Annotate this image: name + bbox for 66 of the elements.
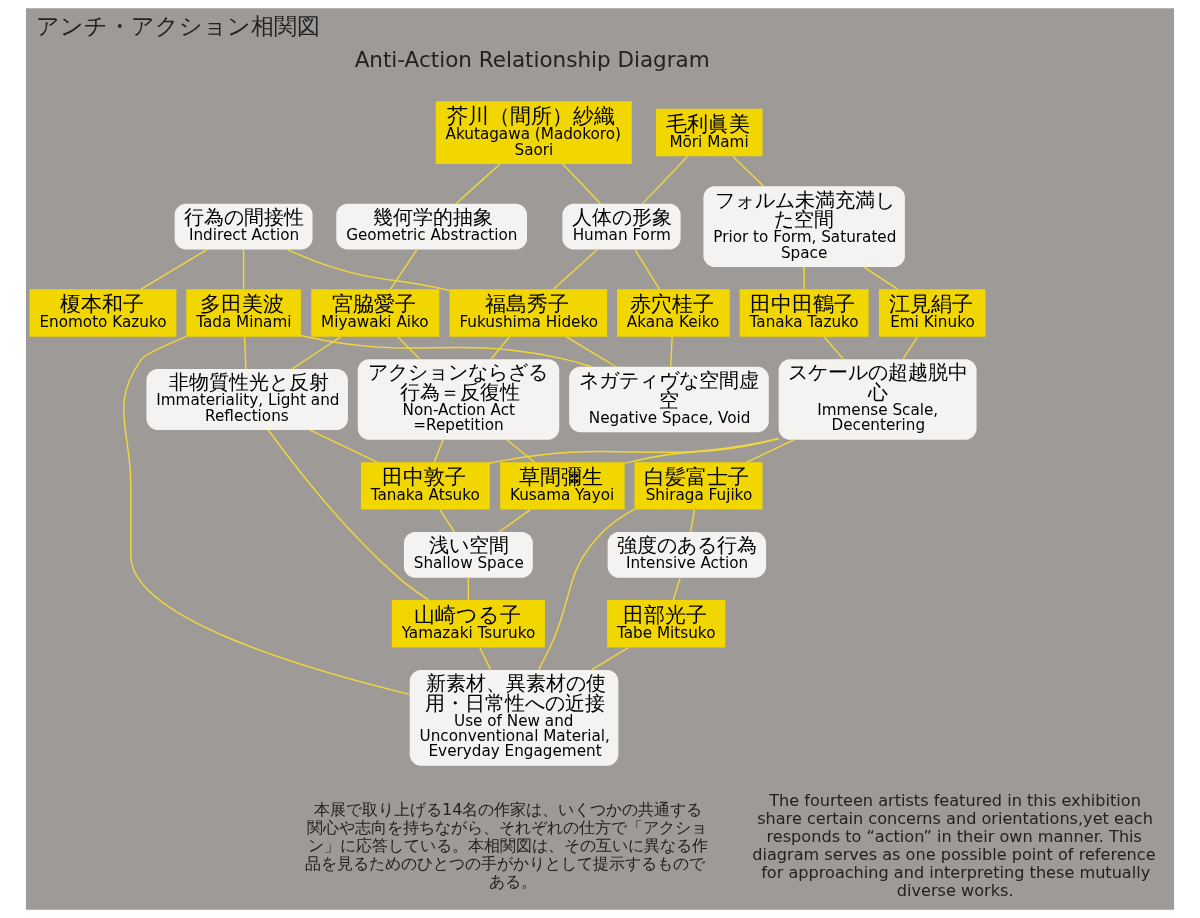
connector xyxy=(562,163,602,205)
node-box: 榎本和子 Enomoto Kazuko xyxy=(29,289,177,337)
node-box: 幾何学的抽象 Geometric Abstraction xyxy=(336,203,527,250)
connector xyxy=(490,336,510,360)
diagram-title: アンチ・アクション相関図 xyxy=(36,11,321,39)
connector xyxy=(624,437,780,465)
node-box: スケールの超越脱中心 Immense Scale, Decentering xyxy=(778,359,977,440)
connector xyxy=(553,248,598,290)
connector xyxy=(291,336,342,370)
connector xyxy=(243,336,247,370)
connector xyxy=(538,508,636,671)
connector xyxy=(308,429,378,463)
connector xyxy=(746,439,795,463)
connector xyxy=(672,577,681,601)
connector xyxy=(389,249,418,290)
node-box: 多田美波 Tada Minami xyxy=(186,289,301,337)
connector xyxy=(300,334,592,368)
connector xyxy=(732,155,765,187)
node-box: 毛利眞美 Mōri Mami xyxy=(655,108,763,157)
connector xyxy=(634,249,661,290)
connector xyxy=(286,248,451,292)
connector xyxy=(498,508,531,533)
node-box: 山崎つる子 Yamazaki Tsuruko xyxy=(391,600,545,648)
connector xyxy=(479,647,492,671)
node-box: 非物質性光と反射 Immateriality, Light and Reflections xyxy=(146,369,348,430)
node-box: 浅い空間 Shallow Space xyxy=(403,532,533,578)
node-box: アクションならざる行為＝反復性 Non-Action Act =Repetition xyxy=(357,359,560,440)
connector xyxy=(489,437,780,464)
connector xyxy=(506,439,535,463)
node-box: 白髪富士子 Shiraga Fujiko xyxy=(634,462,763,510)
node-box: 宮脇愛子 Miyawaki Aiko xyxy=(311,289,440,337)
connector xyxy=(641,155,689,205)
connector xyxy=(140,248,208,290)
connector xyxy=(242,249,245,290)
connector xyxy=(590,647,629,671)
connector xyxy=(439,509,455,533)
node-box: 田中敦子 Tanaka Atsuko xyxy=(360,462,490,510)
node-box: 芥川（間所）紗織 Akutagawa (Madokoro) Saori xyxy=(435,101,632,164)
label: Anti-Action Relationship Diagram xyxy=(354,47,710,73)
connector xyxy=(689,509,696,533)
connector xyxy=(669,336,673,368)
connector xyxy=(823,336,844,360)
connector xyxy=(565,336,617,368)
label: The fourteen artists featured in this exhibition share certain concerns and orientations,yet each responds to “action” in their own manner. This diagram serves as one possible point of reference for approaching and interpreting these mutually diverse works. xyxy=(752,791,1156,900)
connector xyxy=(397,336,421,360)
connector xyxy=(433,439,444,463)
connector xyxy=(902,336,918,360)
connector xyxy=(455,163,501,205)
node-box: 赤穴桂子 Akana Keiko xyxy=(617,289,730,337)
connector xyxy=(863,266,899,290)
node-box: 行為の間接性 Indirect Action xyxy=(174,203,313,250)
node-box: フォルム未満充満した空間 Prior to Form, Saturated Space xyxy=(703,186,905,267)
node-box: 田部光子 Tabe Mitsuko xyxy=(607,600,726,648)
label: 本展で取り上げる14名の作家は、いくつかの共通する関心や志向を持ちながら、それぞれの仕方で「アクション」に応答している。本相関図は、その互いに異なる作品を見るためのひとつの手がかりとして提示するものである。 xyxy=(305,800,709,891)
node-box: 人体の形象 Human Form xyxy=(562,203,681,250)
node-box: 福島秀子 Fukushima Hideko xyxy=(449,289,608,337)
node-box: 江見絹子 Emi Kinuko xyxy=(878,289,986,337)
connector xyxy=(467,577,470,601)
node-box: ネガティヴな空間虚空 Negative Space, Void xyxy=(569,366,769,433)
node-box: 田中田鶴子 Tanaka Tazuko xyxy=(739,289,869,337)
node-box: 新素材、異素材の使用・日常性への近接 Use of New and Unconventional Material, Everyday Engagement xyxy=(409,669,619,766)
node-box: 草間彌生 Kusama Yayoi xyxy=(500,462,625,510)
connector xyxy=(122,335,411,696)
connector xyxy=(267,429,430,601)
node-box: 強度のある行為 Intensive Action xyxy=(607,532,767,578)
connector xyxy=(803,266,805,290)
